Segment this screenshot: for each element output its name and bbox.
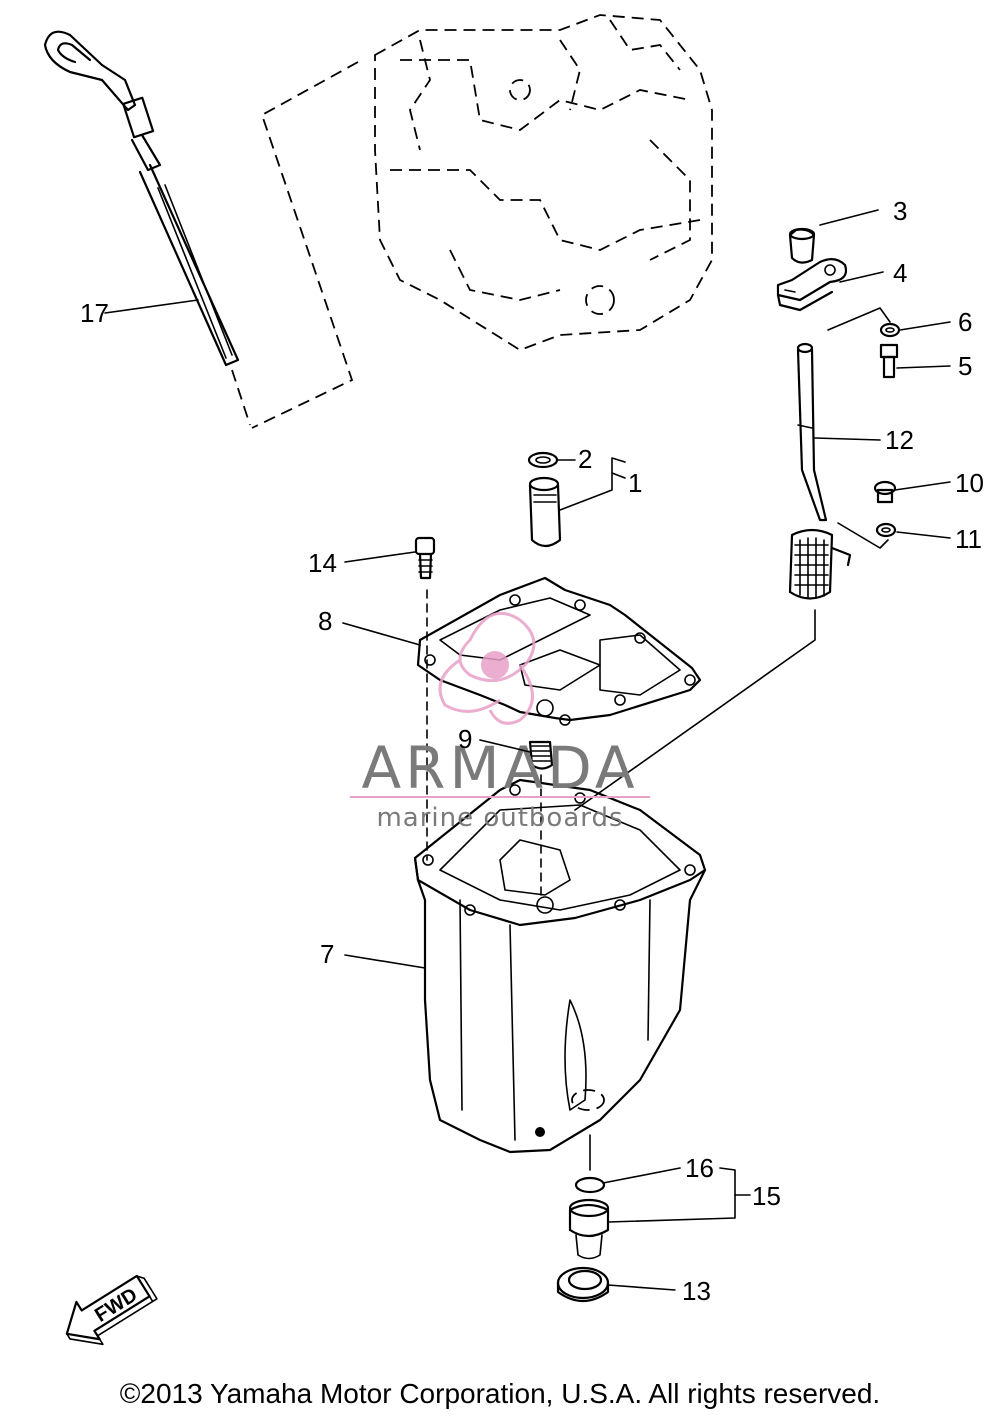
label-part-2: 2 xyxy=(578,444,592,474)
fwd-label: FWD xyxy=(91,1284,141,1327)
watermark-logo xyxy=(438,611,536,725)
cap xyxy=(788,227,816,264)
leader-lines xyxy=(104,209,951,1291)
label-part-5: 5 xyxy=(958,351,972,381)
oil-pan xyxy=(413,778,707,1154)
label-part-16: 16 xyxy=(685,1153,714,1183)
label-part-17: 17 xyxy=(80,298,109,328)
label-part-7: 7 xyxy=(320,939,334,969)
bolt-10 xyxy=(873,480,897,504)
o-ring-2 xyxy=(527,451,559,469)
label-part-14: 14 xyxy=(308,548,337,578)
label-part-10: 10 xyxy=(955,468,984,498)
label-part-1: 1 xyxy=(628,468,642,498)
copyright-notice: ©2013 Yamaha Motor Corporation, U.S.A. A… xyxy=(119,1378,881,1409)
engine-block-outline xyxy=(374,14,713,351)
drain-plug xyxy=(568,1198,610,1260)
insert-9 xyxy=(528,740,554,901)
strainer-guide-line xyxy=(574,609,816,811)
bolt-5 xyxy=(879,343,899,379)
strainer xyxy=(788,528,852,600)
dipstick-guide-line xyxy=(251,61,359,429)
label-part-15: 15 xyxy=(752,1181,781,1211)
bracket xyxy=(776,258,848,312)
label-part-3: 3 xyxy=(893,196,907,226)
label-part-12: 12 xyxy=(885,425,914,455)
label-part-13: 13 xyxy=(682,1276,711,1306)
oil-strainer-pipe xyxy=(796,342,828,522)
dipstick xyxy=(43,30,240,367)
o-ring-16 xyxy=(574,1176,606,1194)
label-part-6: 6 xyxy=(958,307,972,337)
label-part-8: 8 xyxy=(318,606,332,636)
washer-6 xyxy=(879,322,901,338)
label-part-9: 9 xyxy=(458,724,472,754)
label-part-4: 4 xyxy=(893,258,907,288)
watermark-name: ARMADA xyxy=(361,734,638,802)
watermark-tagline: marine outboards xyxy=(376,803,623,833)
washer-11 xyxy=(875,522,897,538)
gasket xyxy=(416,576,702,726)
label-part-11: 11 xyxy=(955,524,982,554)
oil-seal xyxy=(556,1266,610,1303)
fwd-arrow-icon: FWD xyxy=(65,1274,158,1346)
relief-valve xyxy=(528,476,562,548)
